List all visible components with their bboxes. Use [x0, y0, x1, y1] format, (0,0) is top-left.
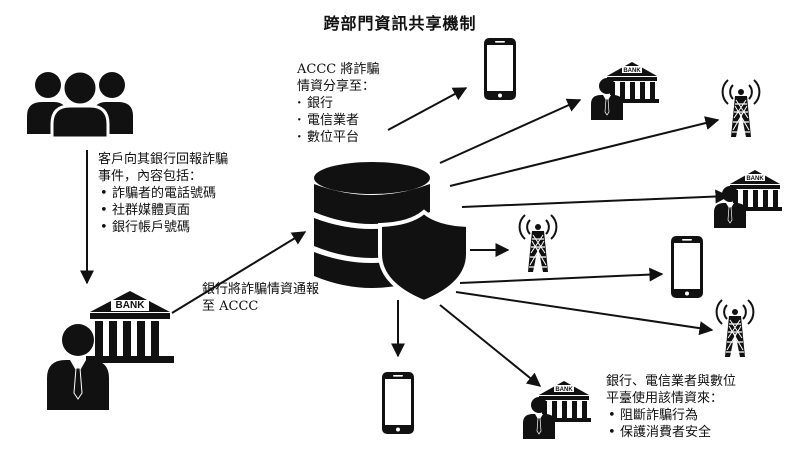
arrow-db-to-tower-top: [449, 116, 720, 187]
usage-note-item-2: 保護消費者安全: [606, 424, 736, 441]
smartphone-icon-bottom: [382, 372, 414, 434]
users-group-icon: [27, 69, 133, 140]
arrow-db-to-bank-bottom: [439, 304, 542, 387]
accc-note-line-1: ACCC 將詐騙: [297, 62, 380, 77]
cell-tower-icon-top: [721, 79, 761, 138]
arrow-bank-to-accc: [171, 231, 307, 314]
usage-note-item-1: 阻斷詐騙行為: [606, 407, 736, 424]
arrow-db-to-bank-top: [439, 98, 582, 164]
cell-tower-icon-right: [715, 299, 755, 358]
bank-officer-icon-top: [590, 61, 660, 121]
smartphone-icon-right: [671, 236, 703, 298]
customer-note-item-2: 社群媒體頁面: [98, 202, 228, 219]
database-shield-icon: [314, 162, 470, 305]
accc-note-line-2: 情資分享至：: [297, 79, 376, 94]
accc-share-note: ACCC 將詐騙 情資分享至： 銀行 電信業者 數位平台: [297, 61, 379, 146]
bank-officer-icon-bottom: [522, 380, 592, 440]
arrow-db-to-tower-right: [455, 291, 714, 336]
usage-note-line-2: 平臺使用該情資來：: [606, 391, 724, 406]
bank-to-accc-line-2: 至 ACCC: [202, 299, 259, 314]
arrow-db-to-phone-right: [459, 267, 664, 284]
bank-officer-icon-left: [47, 291, 174, 410]
customer-note-item-3: 銀行帳戶號碼: [98, 219, 228, 236]
arrow-db-to-bank-right: [461, 189, 730, 208]
usage-note-line-1: 銀行、電信業者與數位: [606, 374, 737, 389]
bank-officer-icon-right: [713, 169, 783, 229]
accc-note-item-2: 電信業者: [297, 112, 379, 129]
accc-note-item-1: 銀行: [297, 95, 379, 112]
cell-tower-icon-mid: [518, 214, 558, 273]
bank-to-accc-line-1: 銀行將詐騙情資通報: [202, 282, 320, 297]
bank-sign-label: BANK: [115, 300, 145, 311]
arrow-accc-to-phone-top: [387, 87, 468, 131]
bank-to-accc-note: 銀行將詐騙情資通報 至 ACCC: [202, 281, 319, 315]
accc-note-item-3: 數位平台: [297, 129, 379, 146]
customer-note-line-2: 事件，內容包括：: [98, 169, 203, 184]
smartphone-icon-top: [484, 38, 516, 100]
diagram-title: 跨部門資訊共享機制: [323, 14, 477, 33]
customer-report-note: 客戶向其銀行回報詐騙 事件，內容包括： 詐騙者的電話號碼 社群媒體頁面 銀行帳戶…: [98, 151, 228, 236]
customer-note-item-1: 詐騙者的電話號碼: [98, 185, 228, 202]
customer-note-line-1: 客戶向其銀行回報詐騙: [98, 152, 229, 167]
usage-note: 銀行、電信業者與數位 平臺使用該情資來： 阻斷詐騙行為 保護消費者安全: [606, 373, 736, 441]
